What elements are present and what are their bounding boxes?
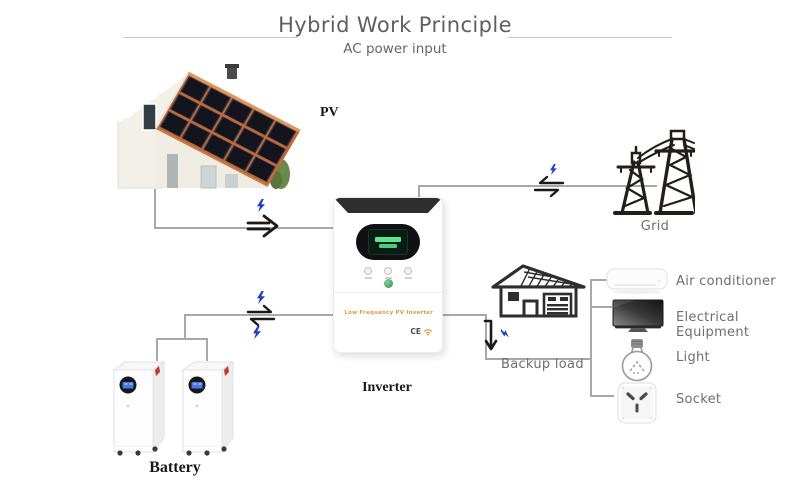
inverter-lcd-screen (368, 229, 408, 255)
wire-stub-air-conditioner (590, 279, 607, 281)
wifi-icon (423, 329, 433, 336)
solar-panel-array (155, 73, 301, 186)
inverter-button (364, 267, 372, 279)
socket-icon (617, 382, 657, 424)
wire-inverter-to-grid (418, 185, 657, 187)
bidirectional-arrow-icon (246, 291, 276, 339)
wire-grid-vertical (418, 185, 420, 198)
inverter-certification: CE (410, 327, 433, 336)
down-arrow-icon (483, 319, 511, 351)
wire-pv-to-inverter (154, 227, 334, 229)
pv-house-image (116, 64, 301, 189)
bidirectional-arrow-icon (533, 164, 565, 198)
battery-unit (112, 361, 166, 456)
socket-label: Socket (676, 392, 722, 407)
inverter-device: Low Frequency PV Inverter CE (333, 197, 443, 353)
wire-stub-socket (590, 395, 614, 397)
lcd-readout-line (379, 243, 397, 248)
air-conditioner-icon (606, 268, 668, 294)
inverter-top-band (334, 198, 442, 213)
wire-stub-tv (590, 306, 612, 308)
inverter-label: Inverter (362, 380, 412, 395)
wire-pv-vertical (154, 189, 156, 229)
page-title: Hybrid Work Principle (278, 13, 512, 37)
brand-logo-icon (383, 279, 393, 288)
ce-mark: CE (410, 327, 421, 336)
grid-label: Grid (640, 219, 670, 234)
electrical-equipment-label: Electrical Equipment (676, 310, 750, 340)
right-arrow-icon (246, 199, 279, 238)
wire-inverter-to-backup (441, 314, 485, 316)
light-label: Light (676, 350, 710, 365)
light-bulb-icon (621, 339, 653, 382)
page-subtitle: AC power input (343, 41, 447, 57)
wire-backup-vertical (485, 314, 487, 360)
inverter-buttons (334, 267, 442, 279)
battery-unit (181, 361, 235, 456)
wire-battery-bracket (156, 338, 208, 340)
wire-battery-vertical (184, 314, 186, 340)
wire-battery-drop-1 (156, 338, 158, 361)
title-rule-left (123, 37, 297, 38)
tv-icon (612, 299, 664, 332)
pv-label: PV (320, 105, 339, 120)
air-conditioner-label: Air conditioner (676, 274, 776, 289)
inverter-button (384, 267, 392, 279)
title-rule-right (508, 37, 672, 38)
wire-battery-to-inverter (184, 314, 333, 316)
wire-battery-drop-2 (206, 338, 208, 361)
inverter-panel-divider (334, 292, 442, 293)
grid-tower-icon (613, 129, 695, 215)
wire-backup-horizontal (485, 358, 592, 360)
backup-house-icon (491, 264, 586, 318)
lcd-readout-line (375, 236, 401, 242)
inverter-display (356, 224, 420, 260)
inverter-button (404, 267, 412, 279)
wire-load-trunk (590, 279, 592, 397)
inverter-model-text: Low Frequency PV Inverter (344, 310, 433, 316)
backup-load-label: Backup load (501, 357, 584, 372)
battery-label: Battery (149, 459, 201, 476)
